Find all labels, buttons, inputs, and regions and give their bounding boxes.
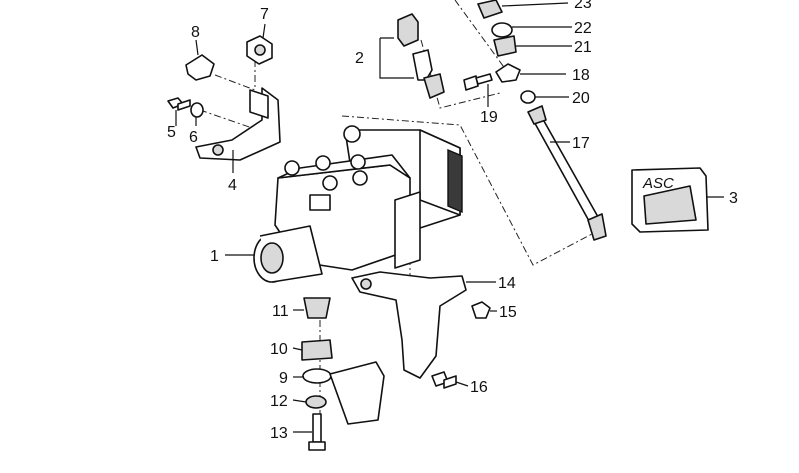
lower-mount-bracket — [329, 361, 385, 425]
grommet-23 — [477, 0, 503, 19]
callout-3: 3 — [729, 190, 738, 207]
washer-6 — [190, 102, 204, 118]
callout-12: 12 — [270, 393, 288, 410]
clip-8 — [185, 54, 215, 81]
brake-line-17 — [527, 105, 607, 241]
callout-8: 8 — [191, 24, 200, 41]
washer-9 — [302, 368, 332, 384]
washer-20 — [520, 90, 536, 104]
callout-4: 4 — [228, 177, 237, 194]
asc-control-unit: ASC — [631, 167, 709, 233]
sleeve-2 — [397, 13, 445, 99]
bolt-19 — [463, 73, 493, 91]
bolt-16 — [431, 371, 457, 389]
leader-lines — [175, 2, 724, 433]
callout-19: 19 — [480, 109, 498, 126]
washer-12 — [305, 395, 327, 409]
callout-23: 23 — [574, 0, 592, 12]
callout-5: 5 — [167, 124, 176, 141]
hydraulic-unit — [253, 125, 463, 283]
callout-9: 9 — [279, 370, 288, 387]
grommet-22 — [491, 22, 513, 38]
callout-15: 15 — [499, 304, 517, 321]
callout-13: 13 — [270, 425, 288, 442]
callout-21: 21 — [574, 39, 592, 56]
callout-6: 6 — [189, 129, 198, 146]
callout-2: 2 — [355, 50, 364, 67]
grommet-21 — [493, 35, 517, 57]
clip-18 — [495, 63, 521, 83]
callout-20: 20 — [572, 90, 590, 107]
callout-10: 10 — [270, 341, 288, 358]
grommet-10 — [301, 339, 333, 361]
callouts: 1 2 3 4 5 6 7 8 10 11 12 13 9 14 15 16 1… — [167, 0, 738, 442]
callout-7: 7 — [260, 6, 269, 23]
clip-7 — [246, 35, 273, 65]
nut-15 — [471, 301, 491, 319]
sleeve-11 — [303, 297, 331, 319]
callout-1: 1 — [210, 248, 219, 265]
assembly-lines — [199, 0, 593, 440]
callout-22: 22 — [574, 20, 592, 37]
callout-17: 17 — [572, 135, 590, 152]
asc-badge-text: ASC — [642, 175, 674, 192]
lower-bracket-14 — [351, 271, 467, 379]
callout-11: 11 — [272, 303, 289, 320]
callout-16: 16 — [470, 379, 488, 396]
bolt-13 — [308, 413, 326, 451]
callout-18: 18 — [572, 67, 590, 84]
callout-14: 14 — [498, 275, 516, 292]
bolt-5 — [167, 97, 191, 111]
upper-bracket — [195, 87, 281, 161]
